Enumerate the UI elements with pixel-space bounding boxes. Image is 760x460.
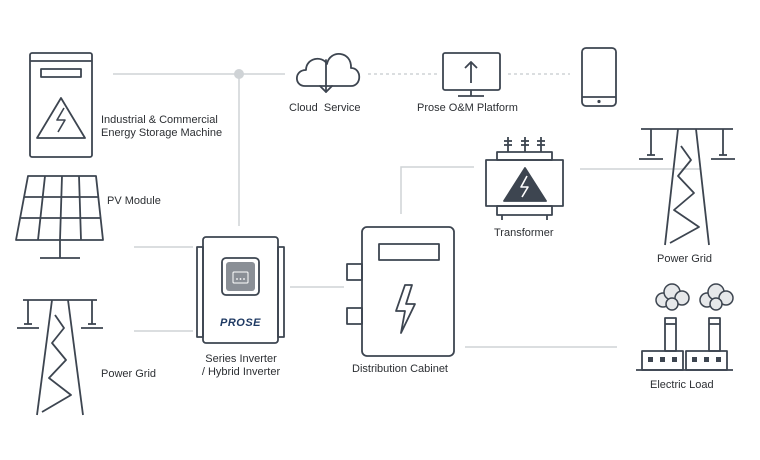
cloud-label: Cloud Service xyxy=(289,102,361,114)
junction-dot xyxy=(234,69,244,79)
storage-label-line2: Energy Storage Machine xyxy=(101,127,223,139)
solar-panel-icon xyxy=(15,175,104,259)
grid-left-label: Power Grid xyxy=(101,368,157,380)
inverter-brand: PROSE xyxy=(220,317,261,329)
transformer-label: Transformer xyxy=(494,227,554,239)
smoke-cloud-left xyxy=(655,283,690,311)
inverter-label: Series Inverter / Hybrid Inverter xyxy=(191,353,291,379)
distribution-cabinet-icon xyxy=(346,226,455,357)
connectors xyxy=(113,73,700,348)
transformer-icon xyxy=(485,137,564,220)
inverter-label-line1: Series Inverter xyxy=(205,353,277,365)
cloud-download-icon xyxy=(295,53,361,93)
energy-storage-icon xyxy=(29,52,93,158)
transmission-tower-icon xyxy=(639,128,735,246)
smoke-cloud-right xyxy=(699,283,734,311)
connector-cabinet-transformer xyxy=(400,166,474,214)
pv-label: PV Module xyxy=(107,195,161,207)
inverter-icon xyxy=(196,236,285,344)
monitor-upload-icon xyxy=(442,52,501,97)
inverter-label-line2: / Hybrid Inverter xyxy=(201,366,281,378)
storage-label-line1: Industrial & Commercial xyxy=(101,114,218,126)
transmission-tower-icon xyxy=(17,299,103,416)
smartphone-icon xyxy=(581,47,617,107)
grid-right-label: Power Grid xyxy=(657,253,713,265)
storage-label: Industrial & Commercial Energy Storage M… xyxy=(101,114,222,140)
cabinet-label: Distribution Cabinet xyxy=(352,363,448,375)
platform-label: Prose O&M Platform xyxy=(417,102,518,114)
factory-icon xyxy=(636,283,734,371)
load-label: Electric Load xyxy=(650,379,714,391)
